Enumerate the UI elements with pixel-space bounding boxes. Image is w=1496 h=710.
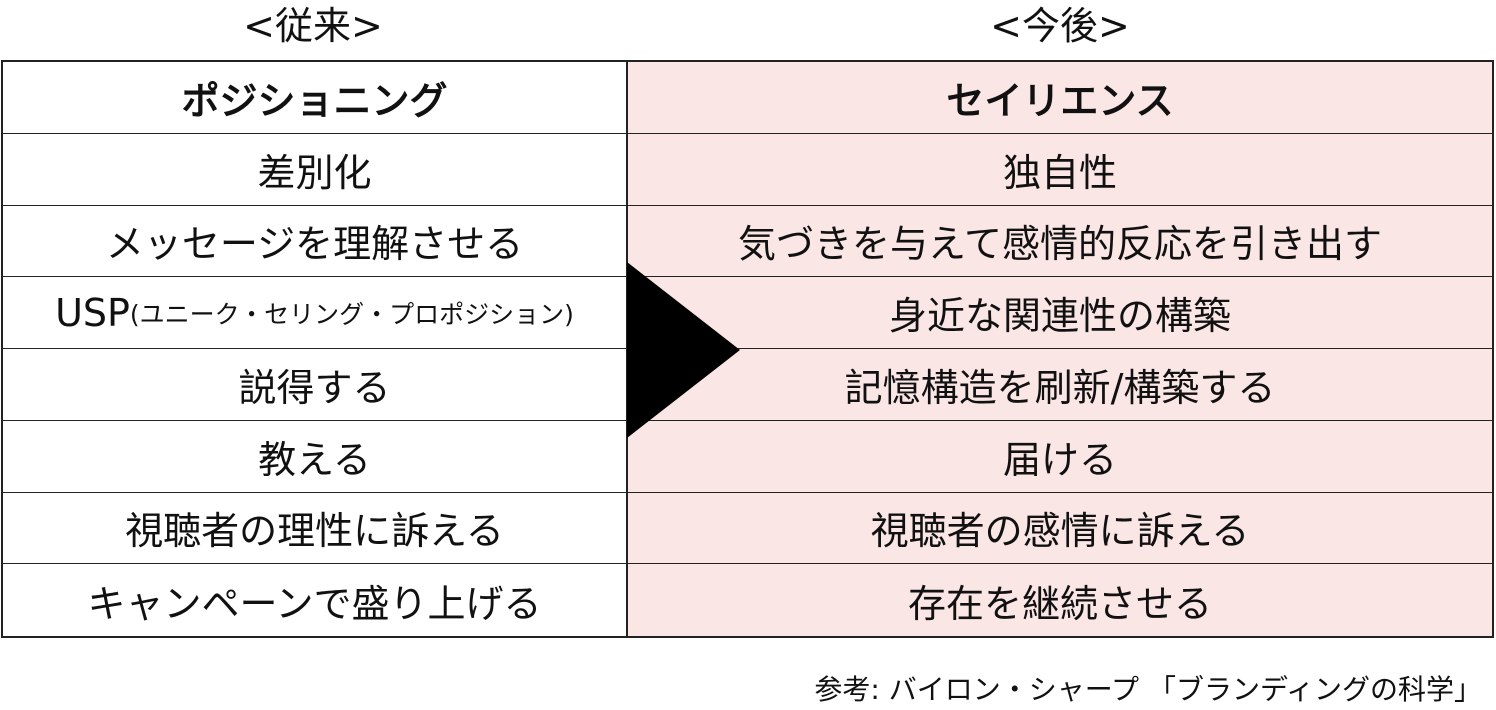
header-cell-salience: セイリエンス <box>628 62 1492 134</box>
comparison-table: ポジショニング セイリエンス 差別化 独自性 メッセージを理解させる 気づきを与… <box>1 60 1494 638</box>
table-cell-right: 記憶構造を刷新/構築する <box>628 349 1492 421</box>
table-cell-left: 教える <box>3 420 628 493</box>
table-cell-right: 気づきを与えて感情的反応を引き出す <box>628 205 1492 278</box>
table-cell-left: 差別化 <box>3 133 628 206</box>
source-citation: 参考: バイロン・シャープ 「ブランディングの科学」 <box>814 673 1482 706</box>
heading-conventional: <従来> <box>243 4 383 48</box>
table-cell-left: 説得する <box>3 349 628 421</box>
table-cell-left: メッセージを理解させる <box>3 205 628 278</box>
heading-future: <今後> <box>990 4 1130 48</box>
table-cell-right: 独自性 <box>628 133 1492 206</box>
table-cell-right: 届ける <box>628 420 1492 493</box>
table-cell-right: 存在を継続させる <box>628 564 1492 636</box>
table-cell-right: 身近な関連性の構築 <box>628 277 1492 349</box>
table-cell-left: 視聴者の理性に訴える <box>3 492 628 565</box>
table-cell-right: 視聴者の感情に訴える <box>628 492 1492 565</box>
header-cell-positioning: ポジショニング <box>3 62 628 134</box>
usp-note: (ユニーク・セリング・プロポジション) <box>129 299 574 329</box>
right-triangle-icon <box>627 262 740 438</box>
table-cell-left: キャンペーンで盛り上げる <box>3 564 628 636</box>
table-cell-left: USP(ユニーク・セリング・プロポジション) <box>3 277 628 349</box>
usp-label: USP <box>55 290 130 335</box>
